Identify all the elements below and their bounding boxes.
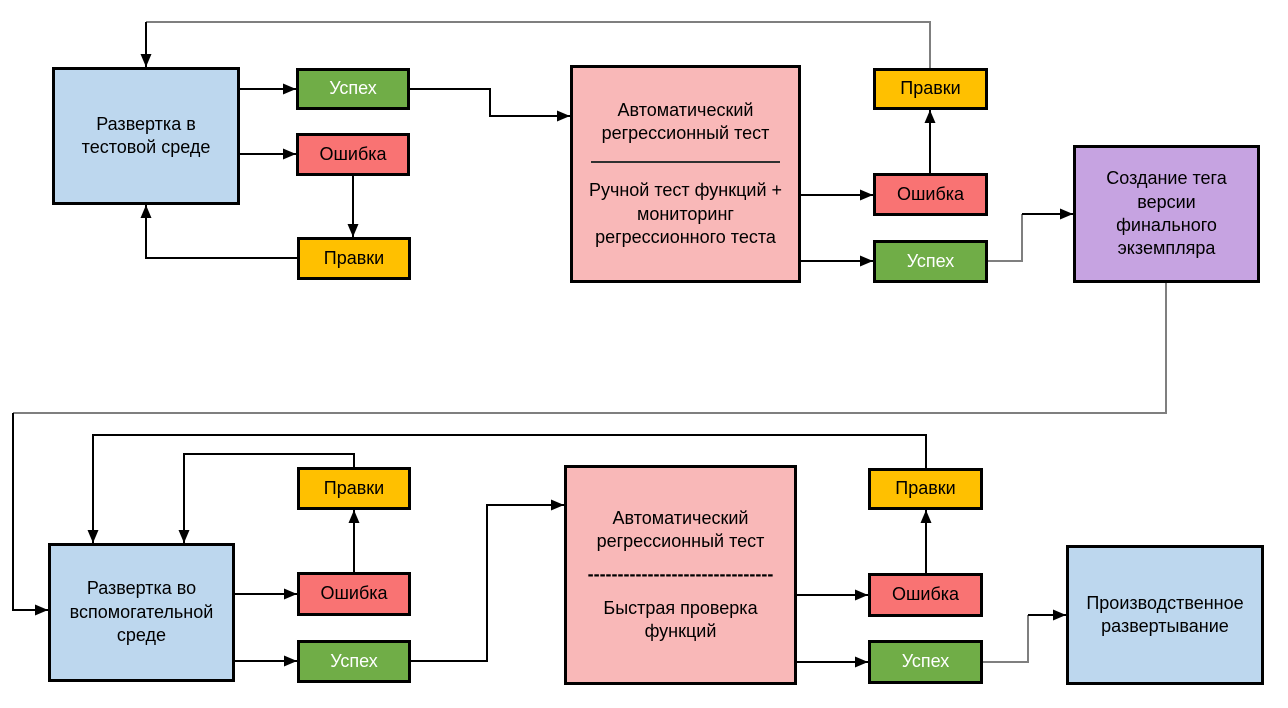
create-version-tag-box-label: Создание тега версии финального экземпля… — [1106, 168, 1227, 259]
deploy-staging-env-box-label: Развертка во вспомогательной среде — [69, 578, 214, 646]
success-1-box-label: Успех — [329, 78, 377, 99]
connector-success-4-run — [983, 615, 1029, 663]
error-1-box: Ошибка — [296, 133, 410, 176]
regression-test-2-box-divider-dashes: ------------------------------- — [587, 564, 774, 585]
fixes-4-box: Правки — [868, 468, 983, 510]
connector-success-2-run — [988, 214, 1023, 262]
regression-test-1-box-divider-rule — [591, 161, 780, 164]
regression-test-2-box: Автоматический регрессионный тест -------… — [564, 465, 797, 685]
regression-test-1-box-bottom-label: Ручной тест функций + мониторинг регресс… — [588, 180, 783, 248]
success-1-box: Успех — [296, 68, 410, 110]
connector-fixes-4-to-deploy-staging — [87, 434, 927, 543]
production-deploy-box-label: Производственное развертывание — [1086, 592, 1244, 636]
connector-success-3-to-regression-2 — [411, 499, 564, 662]
fixes-3-box: Правки — [297, 467, 411, 510]
connector-success-1-to-regression-1 — [410, 88, 570, 122]
fixes-3-box-label: Правки — [323, 477, 385, 498]
connector-create-tag-to-deploy-staging — [12, 413, 48, 616]
connector-fixes-2-loop-run — [146, 21, 931, 68]
error-3-box-label: Ошибка — [320, 583, 388, 604]
fixes-1-box-label: Правки — [323, 247, 385, 268]
success-4-box-label: Успех — [901, 651, 950, 672]
fixes-2-box-label: Правки — [900, 78, 961, 99]
success-2-box-label: Успех — [906, 250, 955, 271]
success-3-box: Успех — [297, 640, 411, 683]
regression-test-1-box-top-label: Автоматический регрессионный тест — [601, 99, 770, 143]
create-version-tag-box: Создание тега версии финального экземпля… — [1073, 145, 1260, 283]
regression-test-2-box-bottom-label: Быстрая проверка функций — [603, 597, 758, 642]
error-2-box-label: Ошибка — [896, 183, 965, 204]
error-4-box: Ошибка — [868, 573, 983, 617]
success-2-box: Успех — [873, 240, 988, 283]
fixes-1-box: Правки — [297, 237, 411, 280]
error-3-box: Ошибка — [297, 572, 411, 616]
fixes-4-box-label: Правки — [895, 478, 956, 499]
production-deploy-box: Производственное развертывание — [1066, 545, 1264, 685]
deploy-test-env-box: Развертка в тестовой среде — [52, 67, 240, 205]
connector-fixes-3-to-deploy-staging — [178, 453, 355, 543]
fixes-2-box: Правки — [873, 68, 988, 110]
connector-create-tag-loop-run — [13, 283, 1167, 414]
error-1-box-label: Ошибка — [319, 143, 387, 164]
deploy-test-env-box-label: Развертка в тестовой среде — [81, 113, 211, 157]
success-4-box: Успех — [868, 640, 983, 684]
connector-fixes-1-to-deploy-test — [140, 205, 297, 259]
error-2-box: Ошибка — [873, 173, 988, 216]
success-3-box-label: Успех — [330, 650, 378, 671]
error-4-box-label: Ошибка — [891, 584, 960, 605]
regression-test-2-box-top-label: Автоматический регрессионный тест — [596, 507, 765, 551]
deploy-staging-env-box: Развертка во вспомогательной среде — [48, 543, 235, 682]
